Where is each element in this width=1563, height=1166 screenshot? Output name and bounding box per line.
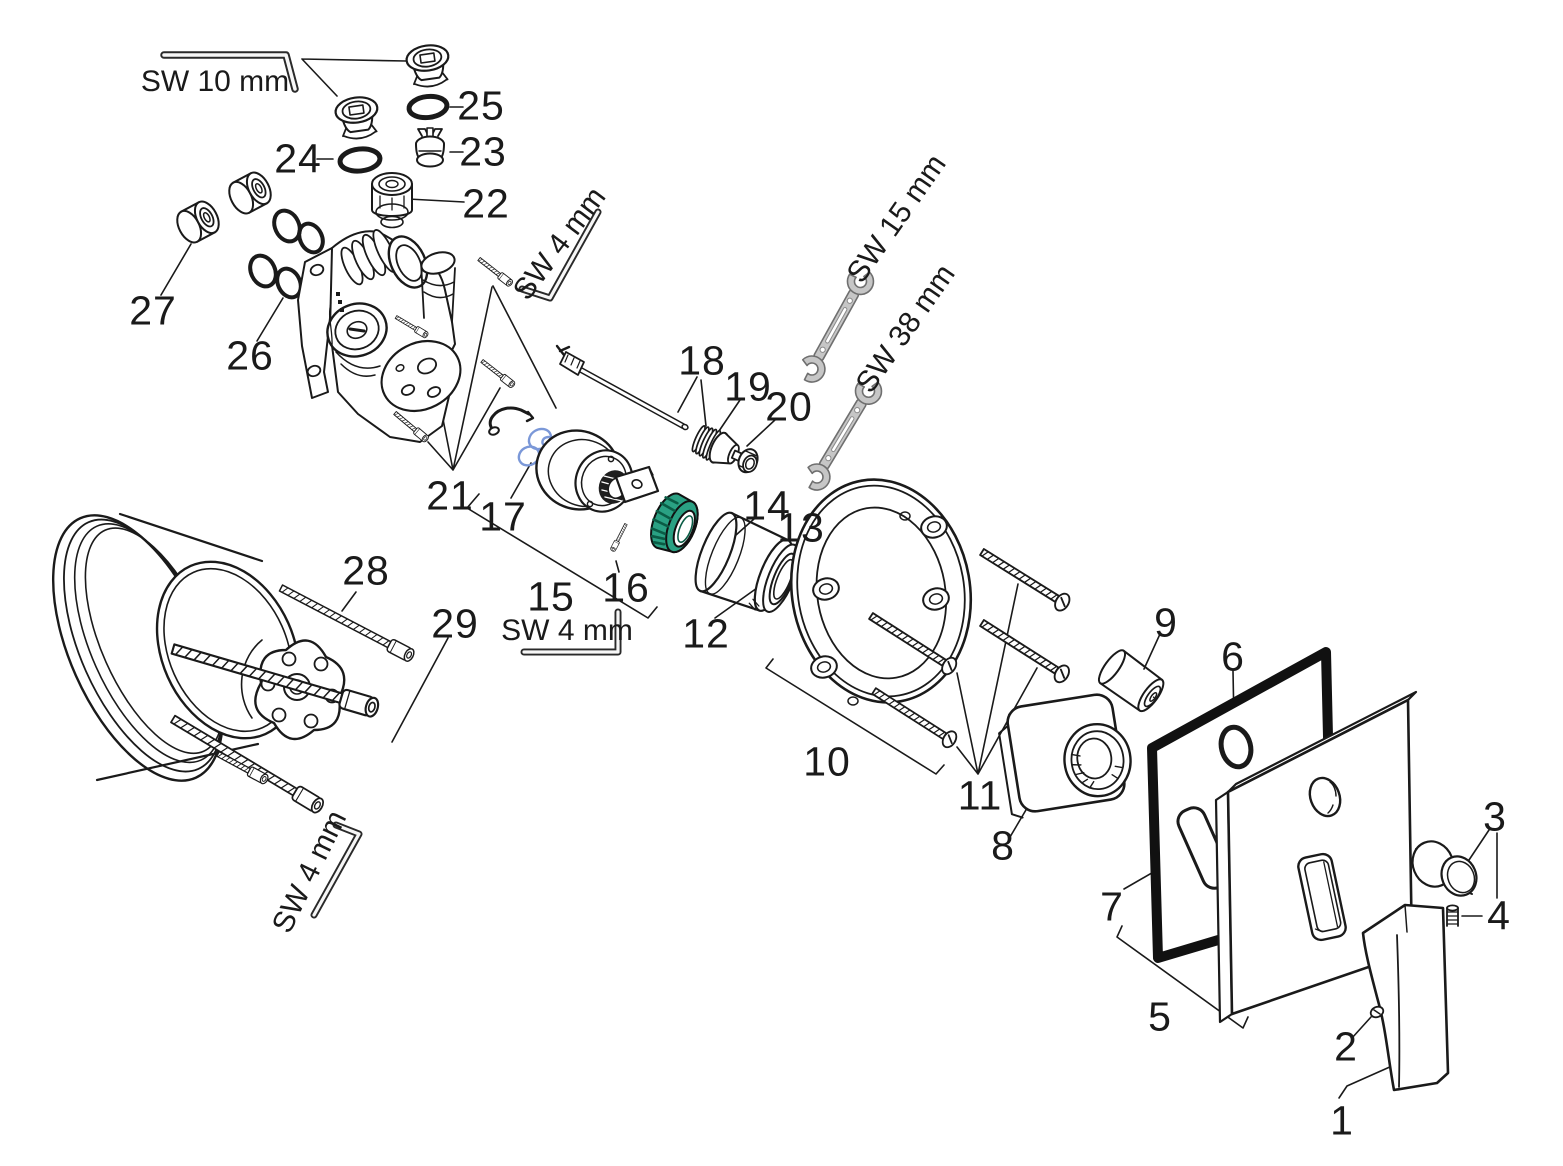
screw-2 xyxy=(1369,1005,1385,1019)
spindle-rod-18 xyxy=(555,344,689,431)
extension-9 xyxy=(1097,649,1165,713)
bushing-27a xyxy=(176,200,220,244)
stop-ring-14-green xyxy=(650,492,699,554)
set-screw-4 xyxy=(1446,904,1459,927)
o-ring-6 xyxy=(1218,724,1254,770)
bushing-27b xyxy=(228,171,272,215)
cartridge-15 xyxy=(535,429,660,513)
allen-key-sw4-bottom xyxy=(310,821,363,919)
o-ring-25 xyxy=(406,93,450,121)
diverter-19-20 xyxy=(691,425,759,474)
sleeve-12-13 xyxy=(694,511,800,613)
allen-key-sw10 xyxy=(160,51,299,93)
o-ring-24 xyxy=(337,146,383,174)
allen-key-sw4-top xyxy=(518,208,602,302)
knob-3 xyxy=(1411,840,1478,897)
aerator-insert-22 xyxy=(371,172,413,229)
o-rings-26 xyxy=(248,208,325,300)
allen-key-sw4-mid xyxy=(520,608,622,656)
check-valve-23 xyxy=(415,127,445,168)
square-sleeve-8 xyxy=(998,693,1132,819)
retainer-clip-17 xyxy=(488,406,535,436)
